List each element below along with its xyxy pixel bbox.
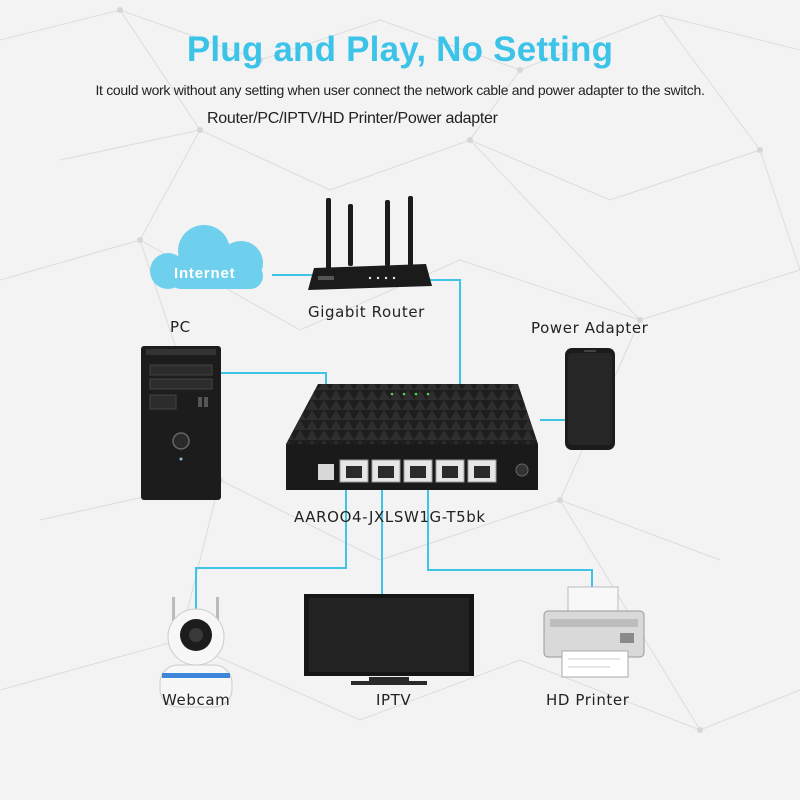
cable-switch-webcam	[195, 488, 347, 612]
supported-devices-line: Router/PC/IPTV/HD Printer/Power adapter	[207, 110, 498, 127]
network-switch-icon	[286, 384, 538, 490]
page-subtitle: It could work without any setting when u…	[95, 82, 705, 98]
cable-switch-printer	[427, 488, 593, 590]
page-title: Plug and Play, No Setting	[186, 30, 614, 69]
cable-pc-switch	[218, 372, 327, 386]
ethernet-ports	[339, 459, 497, 483]
switch-model-label: AAROO4-JXLSW1G-T5bk	[294, 508, 486, 526]
webcam-icon	[159, 597, 233, 708]
router-label: Gigabit Router	[308, 303, 425, 321]
webcam-label: Webcam	[162, 691, 231, 709]
power-adapter-label: Power Adapter	[531, 319, 649, 337]
internet-label: Internet	[174, 265, 236, 282]
iptv-label: IPTV	[376, 691, 412, 709]
power-adapter-phone-icon	[565, 348, 615, 450]
printer-label: HD Printer	[546, 691, 630, 709]
internet-cloud-icon	[150, 225, 263, 289]
gigabit-router-icon	[308, 196, 432, 290]
pc-label: PC	[170, 318, 191, 336]
hd-printer-icon	[543, 586, 645, 678]
pc-tower-icon	[141, 346, 221, 500]
iptv-tv-icon	[304, 594, 474, 685]
